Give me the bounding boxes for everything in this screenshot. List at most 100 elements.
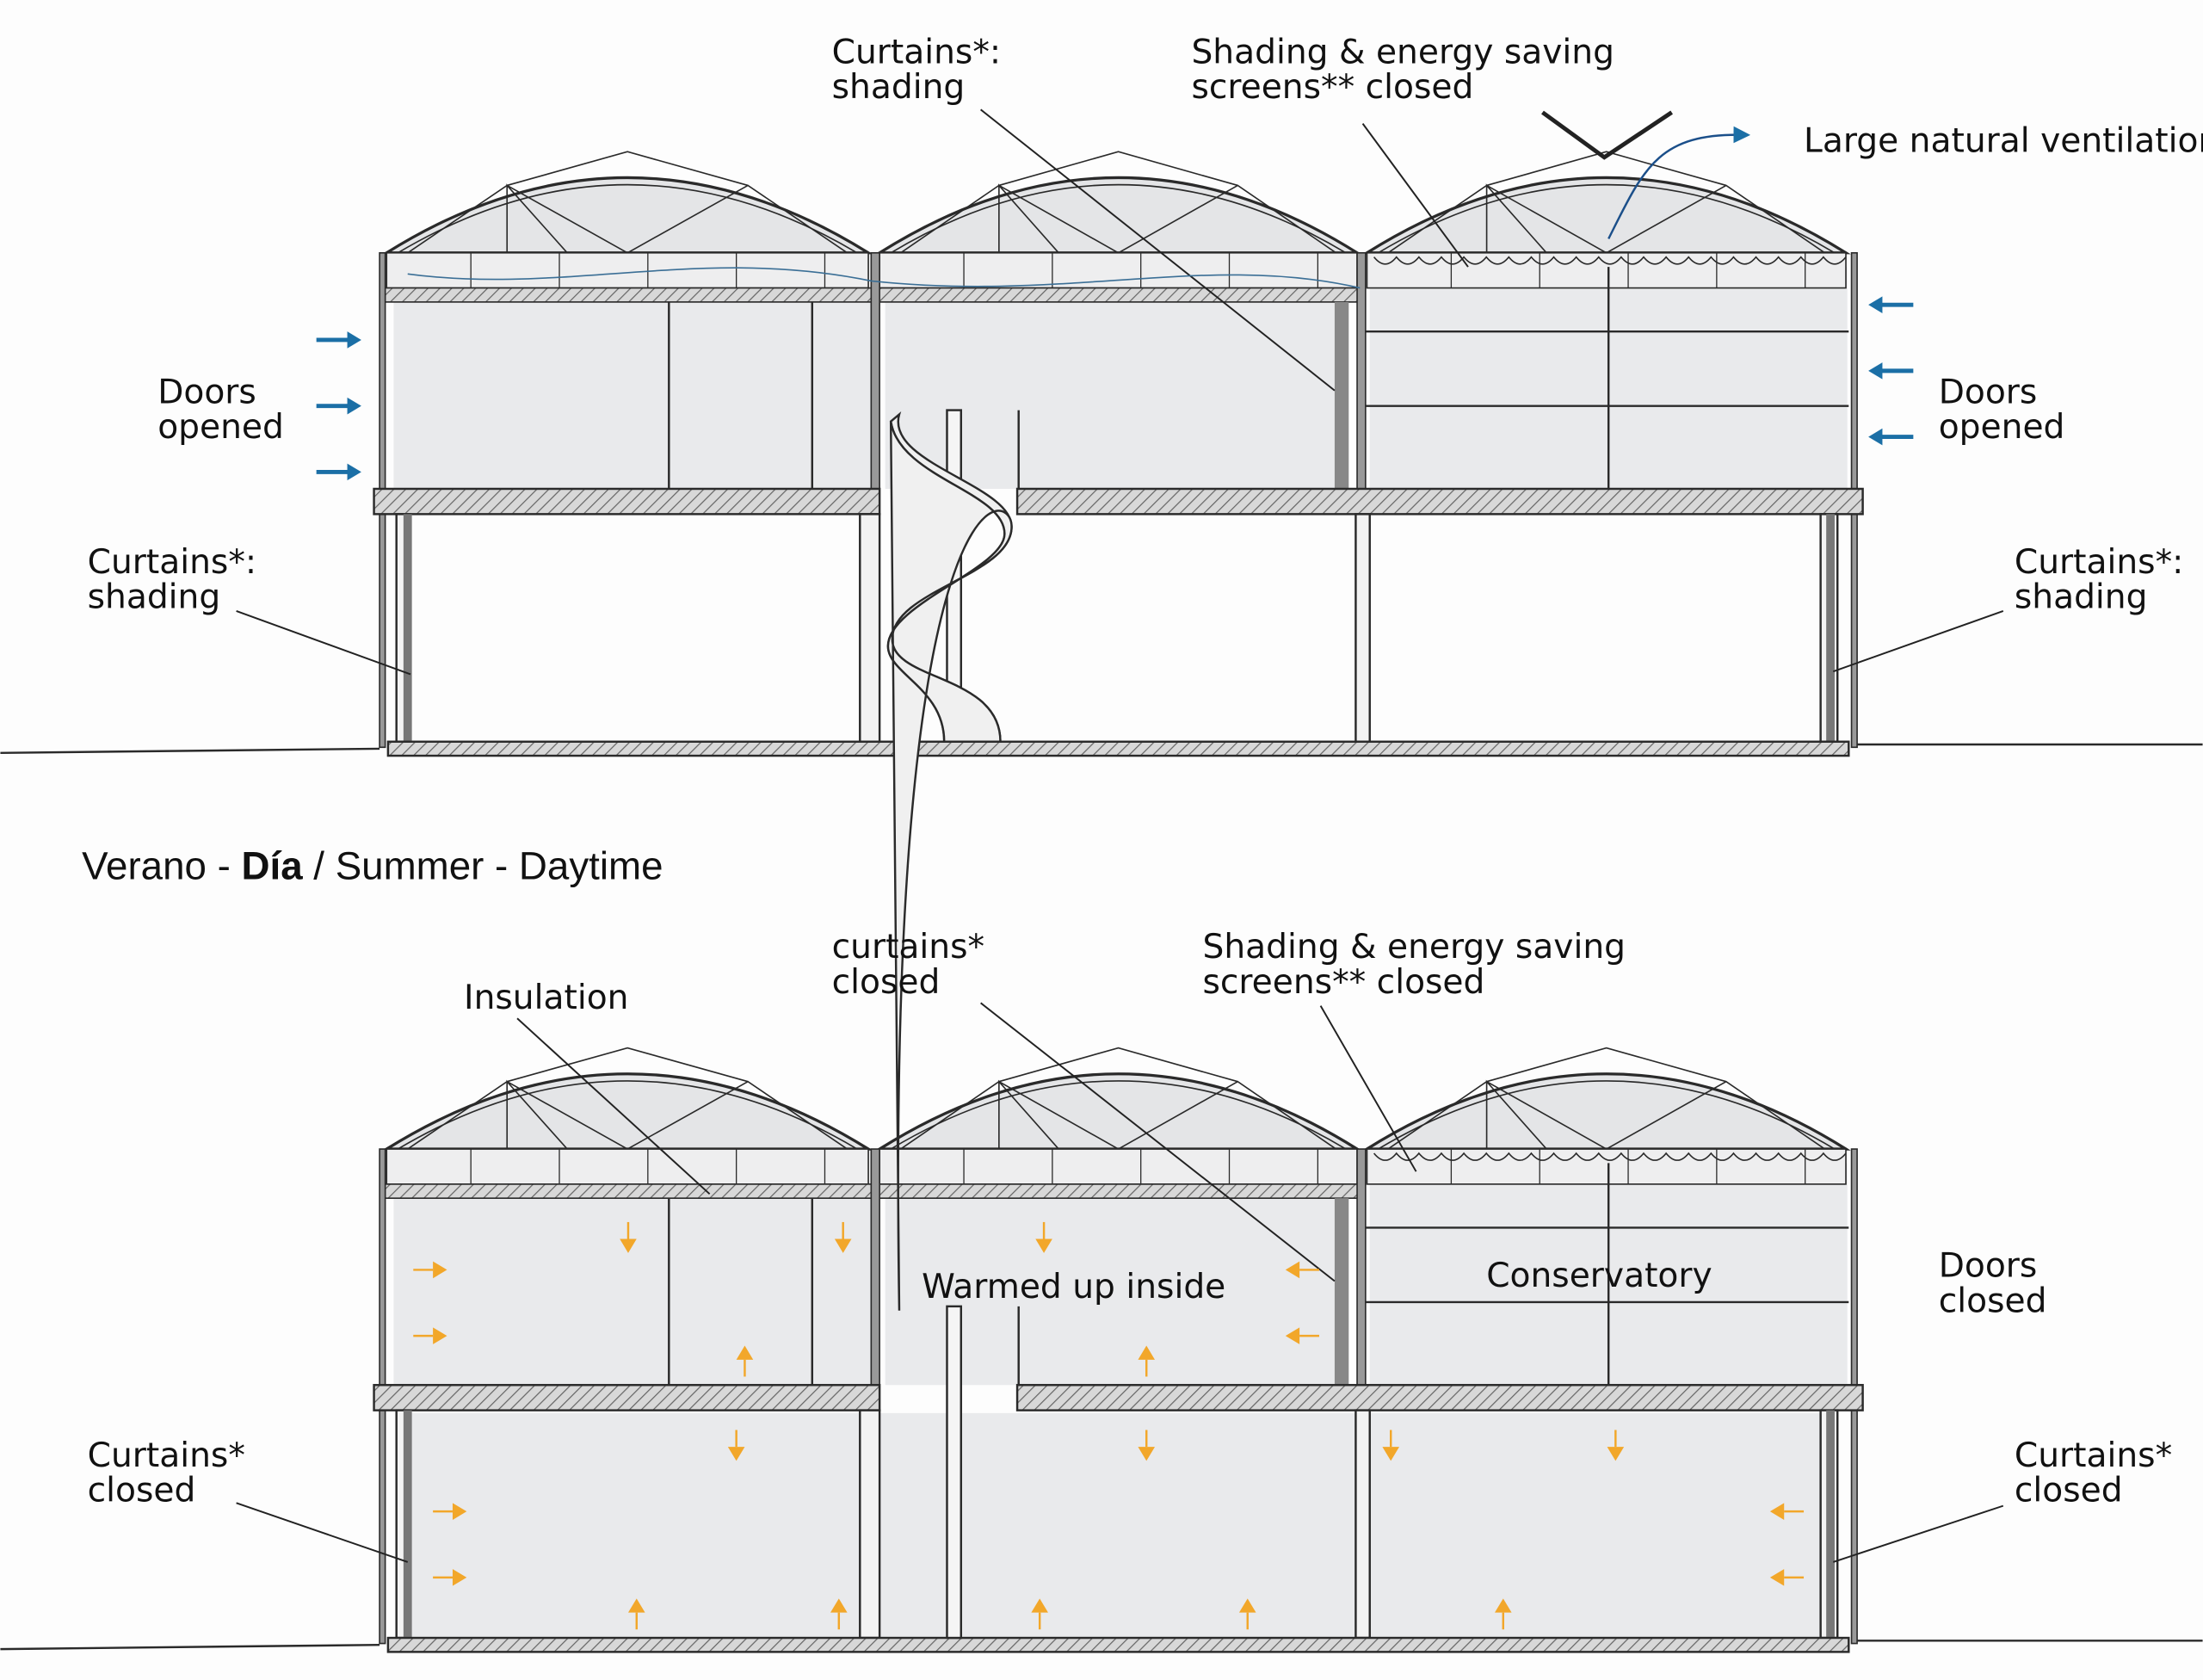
roof-arch-inner: [397, 1080, 858, 1150]
label-warmed-up: Warmed up inside: [922, 1268, 1225, 1306]
stair-post: [946, 1305, 963, 1640]
roof-eave: [386, 1148, 869, 1185]
arrow-right-icon: [347, 331, 361, 349]
heat-arrow-icon: [1238, 1598, 1256, 1613]
interior-fill: [885, 301, 1349, 489]
roof-arch-inner: [1378, 183, 1836, 254]
heat-arrow-icon: [1138, 1447, 1156, 1461]
spiral-stair: [886, 421, 1013, 1311]
curtain: [1334, 301, 1349, 489]
heat-arrow-icon: [452, 1503, 467, 1520]
curtain: [1334, 1198, 1349, 1386]
label-curtains-left-2: closed: [88, 1472, 196, 1510]
heat-arrow-icon: [627, 1598, 645, 1613]
label-screens-2: screens** closed: [1191, 68, 1473, 107]
heat-arrow-icon: [1285, 1327, 1300, 1344]
label-curtains-roof-2: shading: [832, 68, 966, 107]
label-conservatory: Conservatory: [1486, 1257, 1712, 1295]
floor-slab: [373, 1384, 881, 1411]
roof-arch-inner: [1378, 1080, 1836, 1150]
ground-line: [0, 1643, 380, 1651]
heat-arrow-icon: [433, 1327, 447, 1344]
label-curtains-right-2: closed: [2015, 1472, 2123, 1510]
leader-line: [236, 1502, 409, 1563]
roof-arch-inner: [890, 1080, 1347, 1150]
heat-arrow-icon: [1138, 1345, 1156, 1360]
label-curtains-left-1: Curtains*: [88, 1436, 245, 1475]
label-doors-left-2: opened: [157, 408, 284, 447]
shading-screen: [1373, 1152, 1847, 1161]
bottom-labels: Insulation curtains* closed Shading & en…: [88, 928, 2172, 1630]
arrow-right-icon: [347, 397, 361, 415]
curtain: [1826, 1410, 1835, 1639]
bottom-building-section: [0, 421, 2203, 1653]
column: [1355, 1409, 1371, 1640]
arrow-right-icon: [347, 463, 361, 481]
label-insulation: Insulation: [464, 979, 628, 1017]
foundation: [386, 740, 1850, 757]
heat-arrow-icon: [452, 1569, 467, 1586]
label-curtains-right-1: Curtains*:: [2015, 543, 2183, 582]
arrow-right-icon: [1868, 428, 1883, 446]
label-doors-right-1: Doors: [1939, 1247, 2038, 1286]
label-curtains-right-1: Curtains*: [2015, 1436, 2172, 1475]
interior-fill: [407, 1412, 861, 1639]
heat-arrow-icon: [1035, 1238, 1052, 1253]
label-curtains-left-1: Curtains*:: [88, 543, 256, 582]
heat-arrow-icon: [1769, 1569, 1785, 1586]
curtain: [1826, 514, 1835, 742]
heat-arrow-icon: [620, 1238, 637, 1253]
label-ventilation: Large natural ventilation: [1804, 121, 2203, 160]
leader-line: [1832, 610, 2004, 673]
label-curtains-left-2: shading: [88, 578, 221, 617]
heat-arrow-icon: [1494, 1598, 1512, 1613]
interior-fill: [1369, 1412, 1827, 1639]
column: [859, 513, 881, 743]
heat-arrow-icon: [1607, 1447, 1625, 1461]
leader-line: [1833, 1504, 2004, 1563]
heat-arrow-icon: [834, 1238, 852, 1253]
interior-fill: [393, 1198, 872, 1386]
roof-eave: [386, 251, 869, 289]
roof-eave: [879, 1148, 1358, 1185]
heat-arrow-icon: [830, 1598, 848, 1613]
curtain: [403, 514, 412, 742]
roof-arch: [1361, 176, 1851, 255]
interior-fill: [393, 301, 872, 489]
column: [859, 1409, 881, 1640]
roof-eave: [879, 251, 1358, 289]
label-doors-right-2: opened: [1939, 408, 2065, 447]
roof-arch: [874, 176, 1362, 255]
arrow-right-icon: [1868, 296, 1883, 313]
floor-slab: [1015, 1384, 1864, 1411]
heat-arrow-icon: [736, 1345, 754, 1360]
foundation: [386, 1636, 1850, 1653]
ventilation-arrows: [316, 296, 1914, 481]
label-curtains-roof-1: Curtains*:: [832, 33, 1001, 71]
label-curtains-right-2: shading: [2015, 578, 2148, 617]
roof-arch: [1361, 1072, 1851, 1151]
top-building-section: [0, 151, 2203, 757]
label-doors-left-1: Doors: [157, 373, 256, 411]
floor-slab: [373, 487, 881, 516]
heat-arrows: [413, 1221, 1805, 1630]
airflow-line: [407, 267, 1361, 289]
label-curtains-roof-1: curtains*: [832, 928, 984, 967]
roof-arch-inner: [890, 183, 1347, 254]
leader-line: [980, 108, 1336, 392]
floor-slab: [1015, 487, 1864, 516]
arrow-right-icon: [1868, 362, 1883, 380]
heat-arrow-icon: [727, 1447, 745, 1461]
label-doors-right-1: Doors: [1939, 373, 2038, 411]
interior-fill: [885, 1198, 1349, 1386]
label-curtains-roof-2: closed: [832, 963, 941, 1002]
curtain: [403, 1410, 412, 1639]
column: [1355, 513, 1371, 743]
heat-arrow-icon: [433, 1261, 447, 1279]
heat-arrow-icon: [1382, 1447, 1400, 1461]
heat-arrow-icon: [1285, 1261, 1300, 1279]
leader-line: [516, 1017, 711, 1195]
heat-arrow-icon: [1031, 1598, 1048, 1613]
